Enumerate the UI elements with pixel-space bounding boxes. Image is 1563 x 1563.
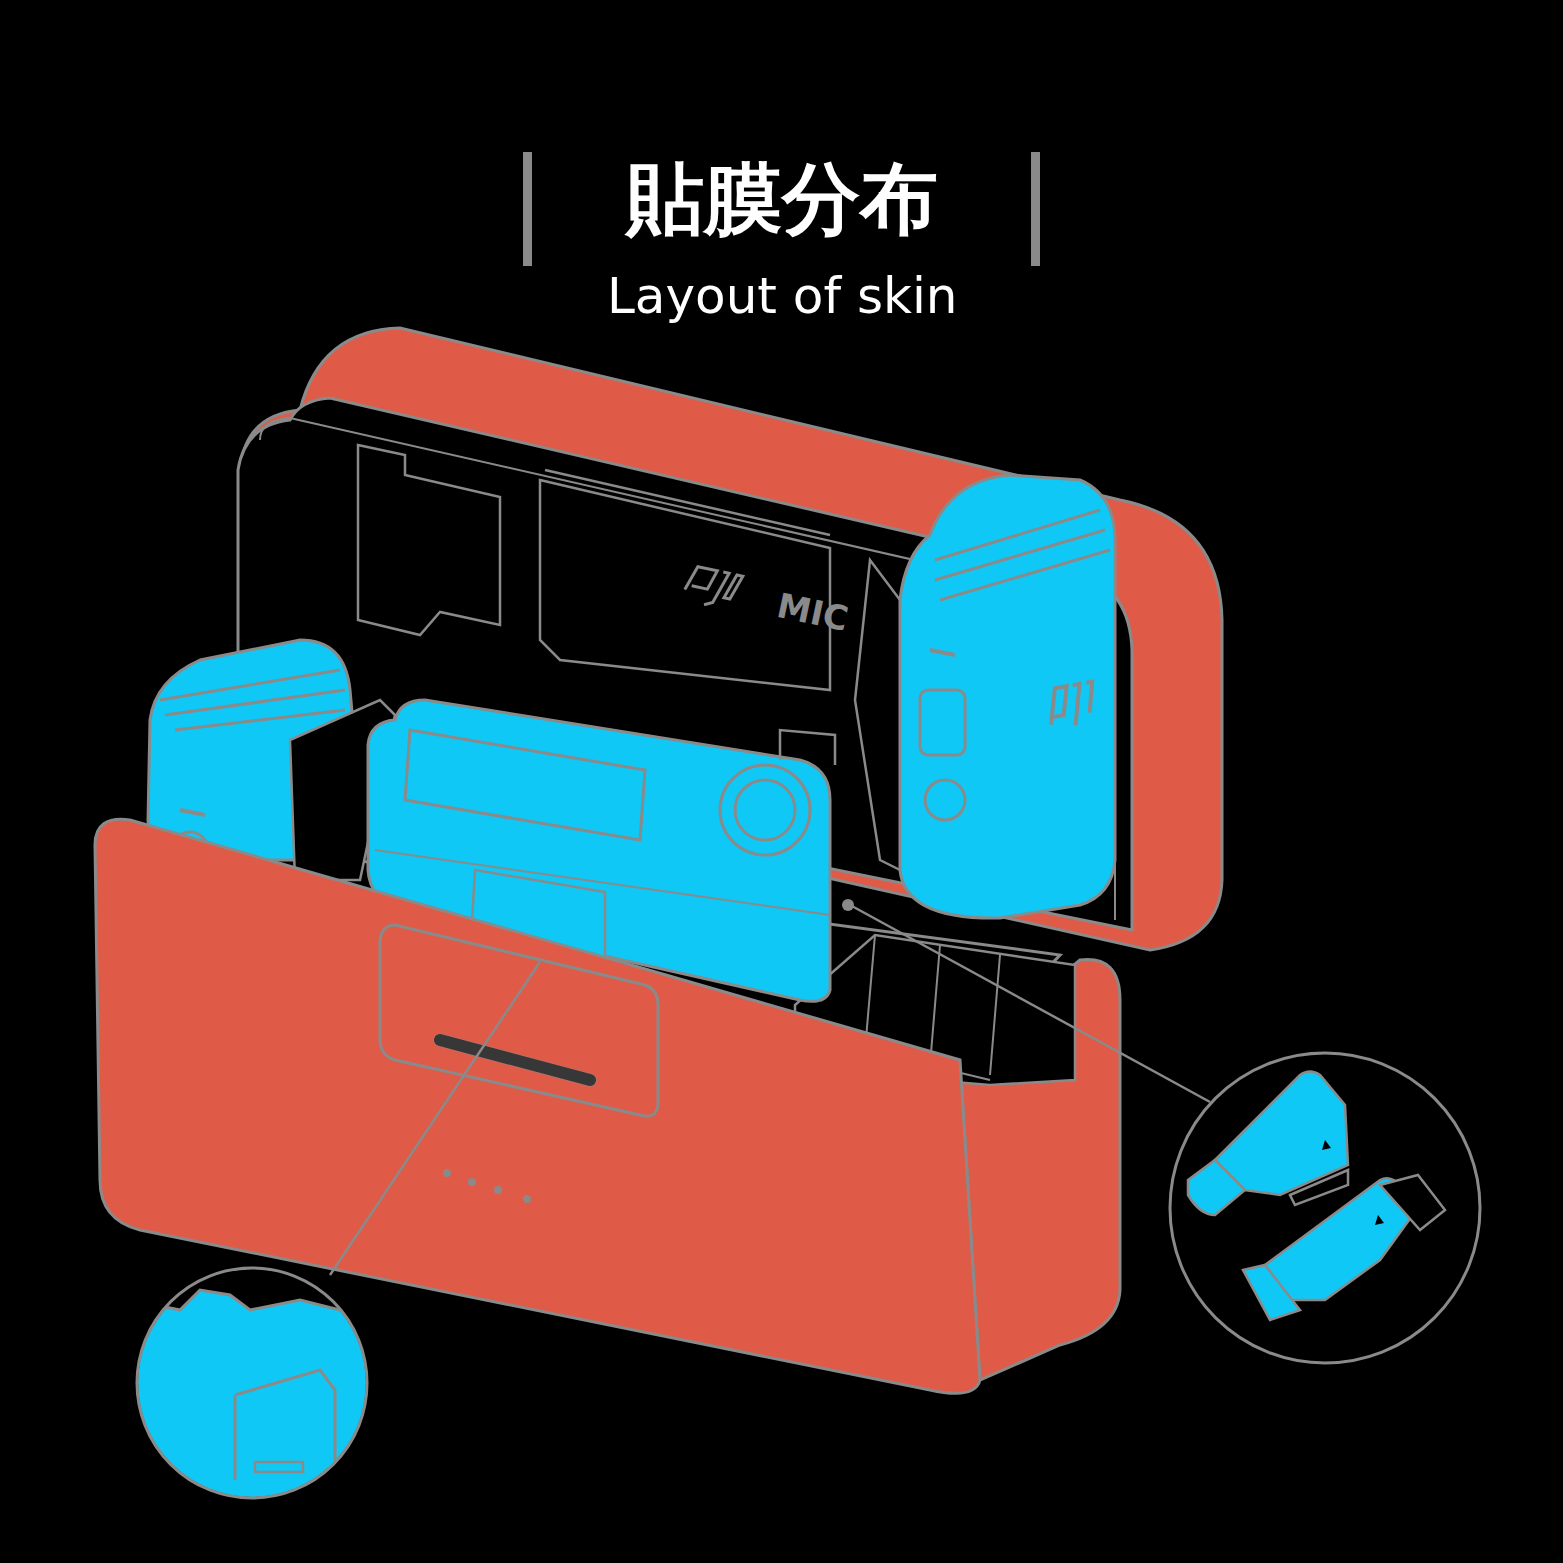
page-title: 貼膜分布	[626, 148, 938, 253]
subtitle: Layout of skin	[607, 267, 958, 325]
